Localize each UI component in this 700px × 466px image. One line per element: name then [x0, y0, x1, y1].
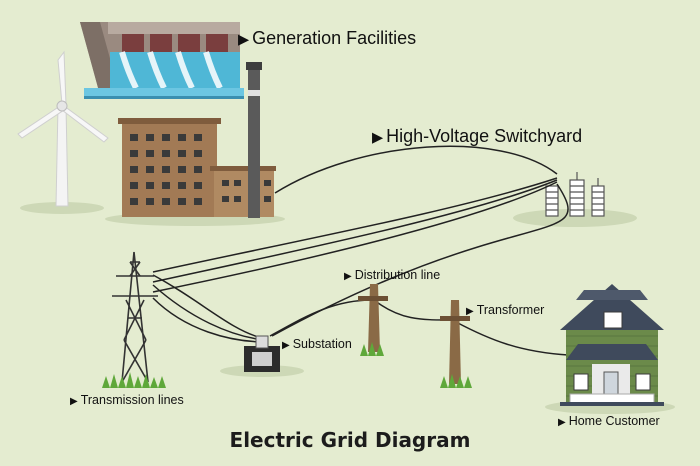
triangle-marker-icon: ▶ — [282, 340, 290, 351]
label-home-customer: ▶Home Customer — [558, 414, 660, 428]
label-transformer: ▶Transformer — [466, 303, 545, 317]
diagram-title: Electric Grid Diagram — [229, 428, 471, 452]
triangle-marker-icon: ▶ — [344, 271, 352, 282]
home-house — [560, 284, 664, 406]
wind-turbine — [17, 50, 109, 207]
plant-windows — [130, 134, 271, 205]
power-plant — [118, 62, 276, 218]
switchyard — [545, 172, 605, 217]
tower-grass — [102, 372, 166, 388]
label-substation: ▶Substation — [282, 337, 352, 351]
label-transmission-lines: ▶Transmission lines — [70, 393, 184, 407]
label-generation-facilities: ▶Generation Facilities — [238, 28, 417, 48]
label-high-voltage-switchyard: ▶High-Voltage Switchyard — [372, 126, 583, 146]
transformer-pole — [440, 300, 472, 388]
distribution-pole — [358, 284, 388, 356]
hydro-dam — [80, 22, 244, 99]
triangle-marker-icon: ▶ — [466, 306, 474, 317]
triangle-marker-icon: ▶ — [558, 417, 566, 428]
triangle-marker-icon: ▶ — [372, 130, 384, 146]
triangle-marker-icon: ▶ — [238, 32, 250, 48]
power-lines — [152, 145, 569, 356]
transmission-tower — [112, 251, 158, 383]
substation-transformer — [244, 335, 280, 372]
triangle-marker-icon: ▶ — [70, 396, 78, 407]
label-distribution-line: ▶Distribution line — [344, 268, 441, 282]
